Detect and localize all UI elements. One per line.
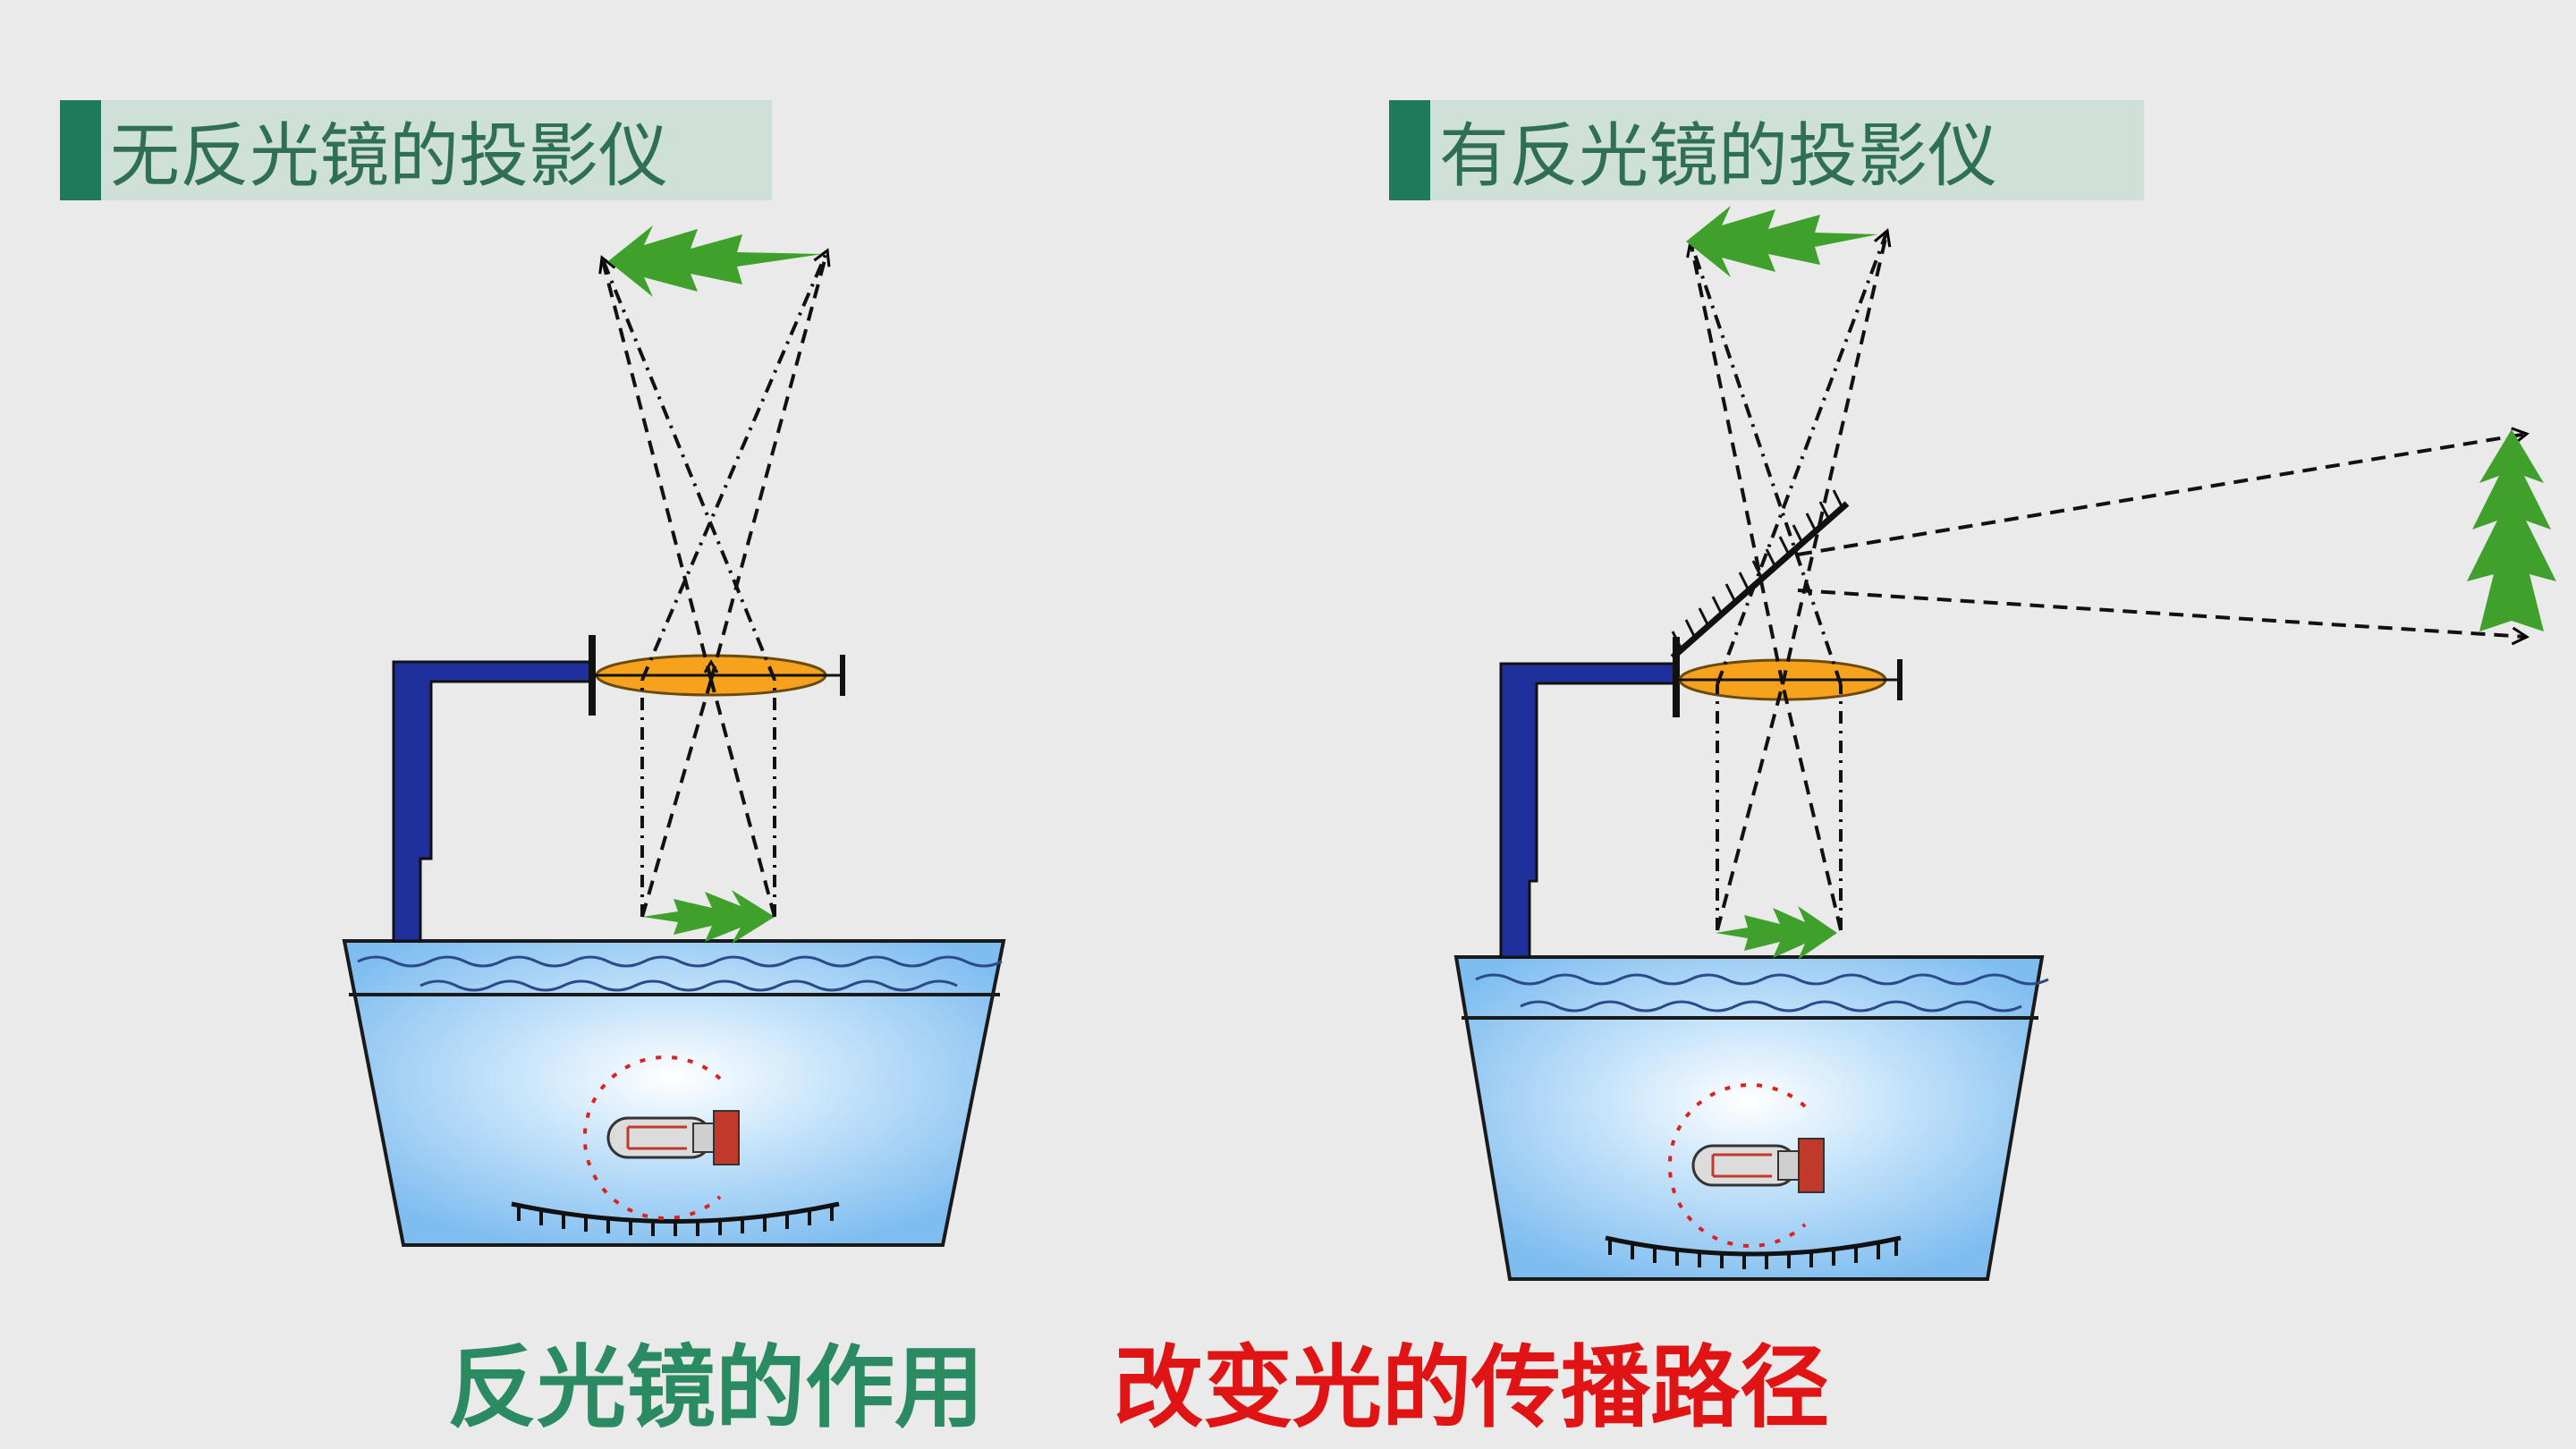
lamp-icon [582,1055,740,1220]
title-with-mirror-text: 有反光镜的投影仪 [1439,116,1998,197]
object-tree-icon [642,890,775,944]
image-tree-icon [1686,206,1878,277]
water-tank [1453,955,2049,1281]
title-accent-bar [1389,100,1430,200]
lens-icon [595,654,845,697]
light-rays [598,248,831,918]
caption-mirror-effect: 反光镜的作用 [447,1335,984,1440]
projector-arm [392,635,596,943]
title-no-mirror: 无反光镜的投影仪 [60,100,772,200]
projector-arm [1499,637,1680,959]
title-no-mirror-text: 无反光镜的投影仪 [110,116,669,197]
title-accent-bar [60,100,101,200]
light-rays [1686,228,2530,931]
lamp-icon [1667,1083,1825,1248]
caption-change-light-path: 改变光的传播路径 [1114,1335,1829,1440]
lens-icon [1678,658,1902,701]
title-with-mirror: 有反光镜的投影仪 [1389,100,2144,200]
projector-right [1453,206,2556,1281]
reflected-tree-icon [2467,429,2556,631]
object-tree-icon [1716,906,1837,960]
image-tree-icon [608,225,823,297]
water-tank [342,939,1006,1247]
projector-left [342,225,1006,1247]
